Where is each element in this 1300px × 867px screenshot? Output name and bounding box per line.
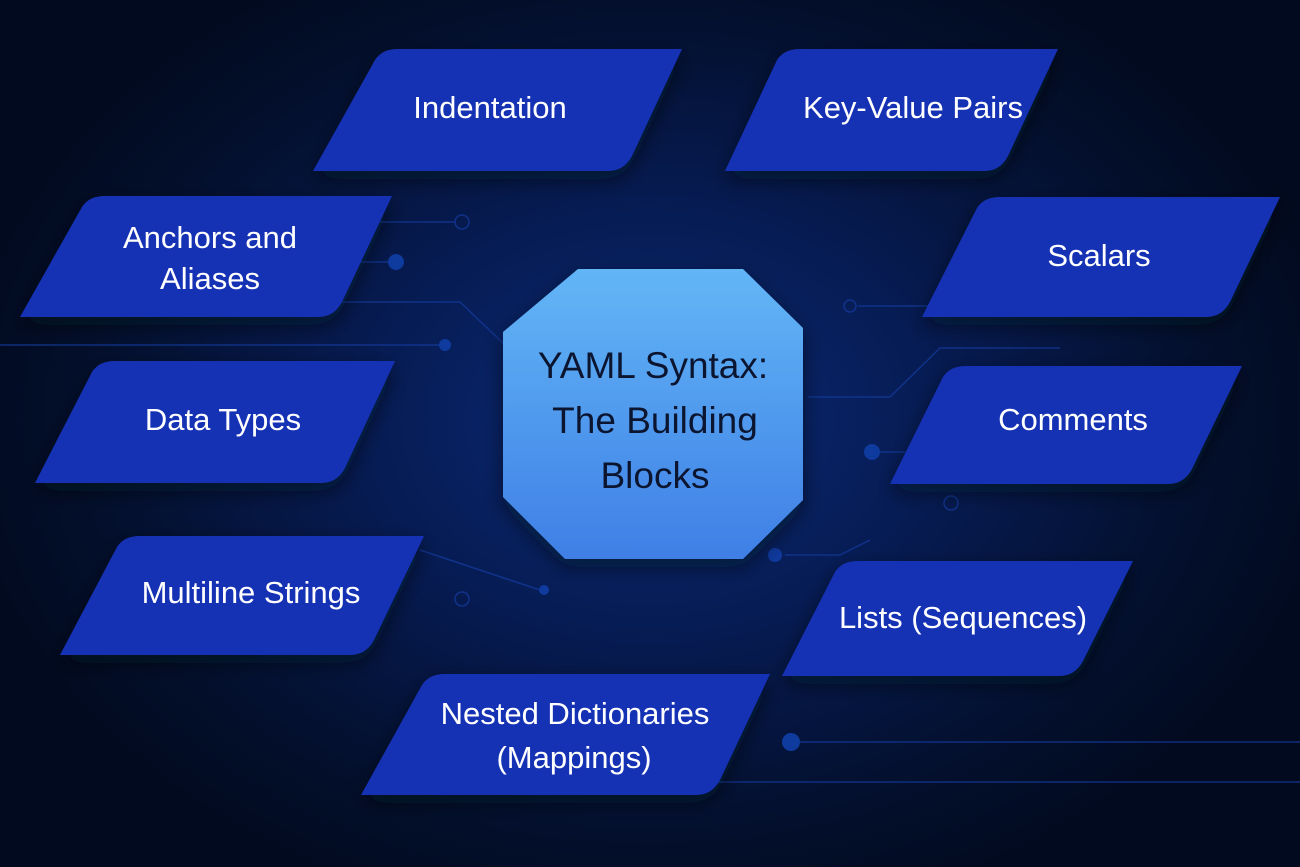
node-label: Indentation [413, 90, 566, 125]
node-key-value-pairs[interactable]: Key-Value Pairs [725, 49, 1058, 171]
node-indentation[interactable]: Indentation [313, 49, 682, 171]
node-scalars[interactable]: Scalars [922, 197, 1280, 317]
center-octagon [503, 269, 803, 559]
node-shape [890, 366, 1242, 484]
node-anchors-and-aliases[interactable]: Anchors and Aliases [20, 196, 392, 317]
node-multiline-strings[interactable]: Multiline Strings [60, 536, 424, 655]
node-shape [361, 674, 770, 795]
node-shape [60, 536, 424, 655]
node-shape [20, 196, 392, 317]
circuit-line [785, 539, 871, 556]
node-shape [782, 561, 1133, 676]
circuit-node-ring [843, 299, 857, 313]
node-label: Lists (Sequences) [839, 600, 1087, 635]
node-shape [725, 49, 1058, 171]
node-label-line-2: Aliases [160, 261, 260, 296]
circuit-node-dot [388, 254, 404, 270]
center-title-line-3: Blocks [601, 455, 710, 496]
circuit-node-dot [864, 444, 880, 460]
circuit-node-dot [439, 339, 451, 351]
circuit-node-dot [768, 548, 782, 562]
node-shape [922, 197, 1280, 317]
node-label: Scalars [1047, 238, 1150, 273]
center-title-line-1: YAML Syntax: [538, 345, 768, 386]
node-shape [313, 49, 682, 171]
circuit-line [419, 549, 541, 591]
node-label: Data Types [145, 402, 301, 437]
circuit-node-dot [539, 585, 549, 595]
node-data-types[interactable]: Data Types [35, 361, 395, 483]
node-nested-dictionaries[interactable]: Nested Dictionaries (Mappings) [361, 674, 770, 795]
node-label: Multiline Strings [142, 575, 361, 610]
node-shape [35, 361, 395, 483]
node-label-line-1: Nested Dictionaries [441, 696, 710, 731]
center-hub[interactable]: YAML Syntax: The Building Blocks [503, 269, 803, 559]
node-label-line-2: (Mappings) [496, 740, 651, 775]
circuit-line [340, 301, 506, 346]
center-title-line-2: The Building [552, 400, 758, 441]
circuit-line [808, 347, 1060, 398]
node-comments[interactable]: Comments [890, 366, 1242, 484]
node-label: Key-Value Pairs [803, 90, 1023, 125]
circuit-node-ring [454, 591, 470, 607]
circuit-node-dot [782, 733, 800, 751]
node-label: Comments [998, 402, 1148, 437]
circuit-node-ring [943, 495, 959, 511]
node-label-line-1: Anchors and [123, 220, 297, 255]
node-lists-sequences[interactable]: Lists (Sequences) [782, 561, 1133, 676]
circuit-node-ring [454, 214, 470, 230]
